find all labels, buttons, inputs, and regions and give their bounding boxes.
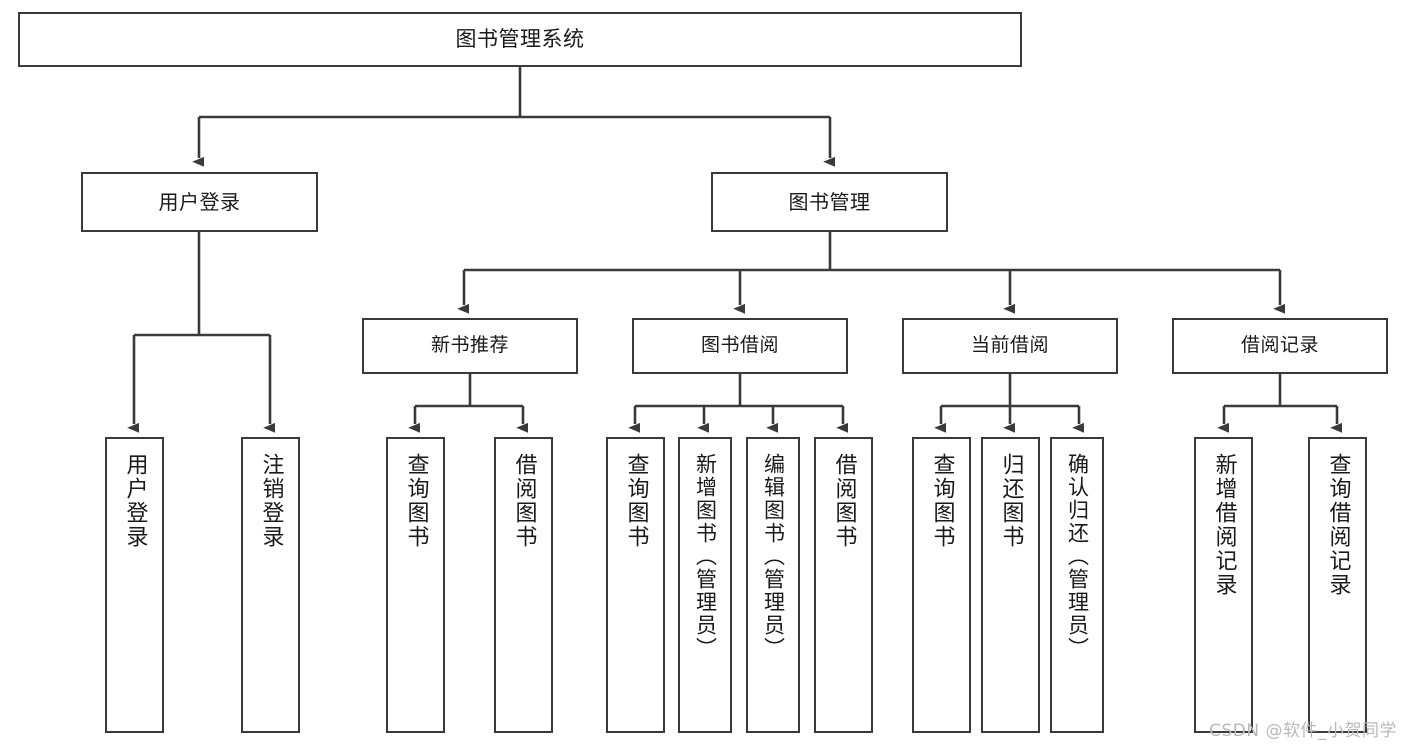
node-user-login[interactable]: 用户登录 [81,172,318,232]
leaf-book-borrow-add-book-admin[interactable]: 新增图书（管理员） [678,437,732,733]
leaf-borrow-record-add-record[interactable]: 新增借阅记录 [1194,437,1253,733]
node-book-management[interactable]: 图书管理 [711,172,948,232]
node-label: 用户登录 [158,189,241,214]
node-label: 确认归还（管理员） [1065,453,1090,660]
node-label: 编辑图书（管理员） [761,453,786,660]
node-label: 借阅记录 [1240,334,1319,357]
node-label: 用户登录 [122,453,148,549]
node-label: 查询图书 [929,453,955,549]
node-label: 归还图书 [998,453,1024,549]
leaf-user-login-login[interactable]: 用户登录 [105,437,164,733]
node-root-book-management-system[interactable]: 图书管理系统 [18,12,1022,67]
node-label: 查询借阅记录 [1325,453,1351,597]
node-current-borrow[interactable]: 当前借阅 [902,318,1118,374]
leaf-current-borrow-query-book[interactable]: 查询图书 [912,437,971,733]
node-label: 图书管理系统 [455,26,585,51]
node-book-borrow[interactable]: 图书借阅 [632,318,848,374]
node-borrow-record[interactable]: 借阅记录 [1172,318,1388,374]
node-label: 新增借阅记录 [1211,453,1237,597]
leaf-user-login-logout[interactable]: 注销登录 [241,437,300,733]
leaf-new-book-query-book[interactable]: 查询图书 [386,437,445,733]
node-label: 注销登录 [258,453,284,549]
node-label: 查询图书 [623,453,649,549]
node-label: 查询图书 [403,453,429,549]
node-label: 图书管理 [788,189,871,214]
node-label: 新增图书（管理员） [693,453,718,660]
node-label: 借阅图书 [511,453,537,549]
leaf-book-borrow-edit-book-admin[interactable]: 编辑图书（管理员） [746,437,800,733]
node-new-book-recommend[interactable]: 新书推荐 [362,318,578,374]
leaf-borrow-record-query-record[interactable]: 查询借阅记录 [1308,437,1367,733]
leaf-current-borrow-confirm-return-admin[interactable]: 确认归还（管理员） [1050,437,1104,733]
leaf-book-borrow-borrow-book[interactable]: 借阅图书 [814,437,873,733]
node-label: 借阅图书 [831,453,857,549]
node-label: 图书借阅 [700,334,779,357]
leaf-book-borrow-query-book[interactable]: 查询图书 [606,437,665,733]
node-label: 当前借阅 [970,334,1049,357]
leaf-current-borrow-return-book[interactable]: 归还图书 [981,437,1040,733]
watermark-text: CSDN @软件_小贺同学 [1209,721,1397,741]
leaf-new-book-borrow-book[interactable]: 借阅图书 [494,437,553,733]
node-label: 新书推荐 [430,334,509,357]
